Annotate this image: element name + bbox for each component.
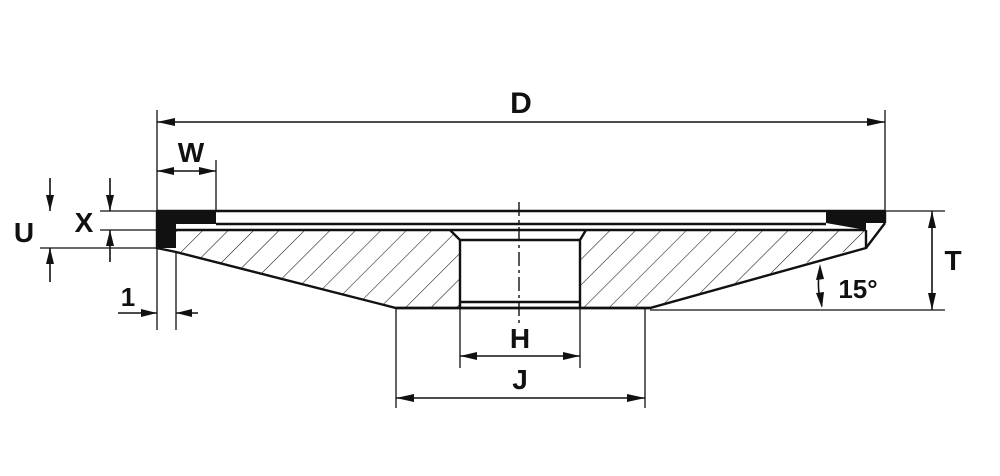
dimension-x: X <box>75 178 176 262</box>
label-x: X <box>75 207 94 238</box>
abrasive-rim <box>157 211 885 248</box>
dimension-d: D <box>156 87 886 211</box>
label-angle: 15° <box>838 274 877 304</box>
label-j: J <box>512 364 528 395</box>
dimension-j: J <box>395 308 646 408</box>
label-u: U <box>14 217 34 248</box>
label-h: H <box>510 323 530 354</box>
label-w: W <box>178 137 205 168</box>
dimension-u: U <box>14 178 157 282</box>
dimension-one: 1 <box>118 248 198 330</box>
abrasive-rim-right <box>826 211 885 230</box>
abrasive-rim-left <box>157 211 216 248</box>
label-d: D <box>510 87 532 120</box>
label-t: T <box>944 245 961 276</box>
dimension-h: H <box>459 308 581 368</box>
dimension-angle: 15° <box>816 264 878 308</box>
dimension-t: T <box>650 210 962 311</box>
label-one: 1 <box>121 282 135 312</box>
dimension-w: W <box>157 137 217 211</box>
